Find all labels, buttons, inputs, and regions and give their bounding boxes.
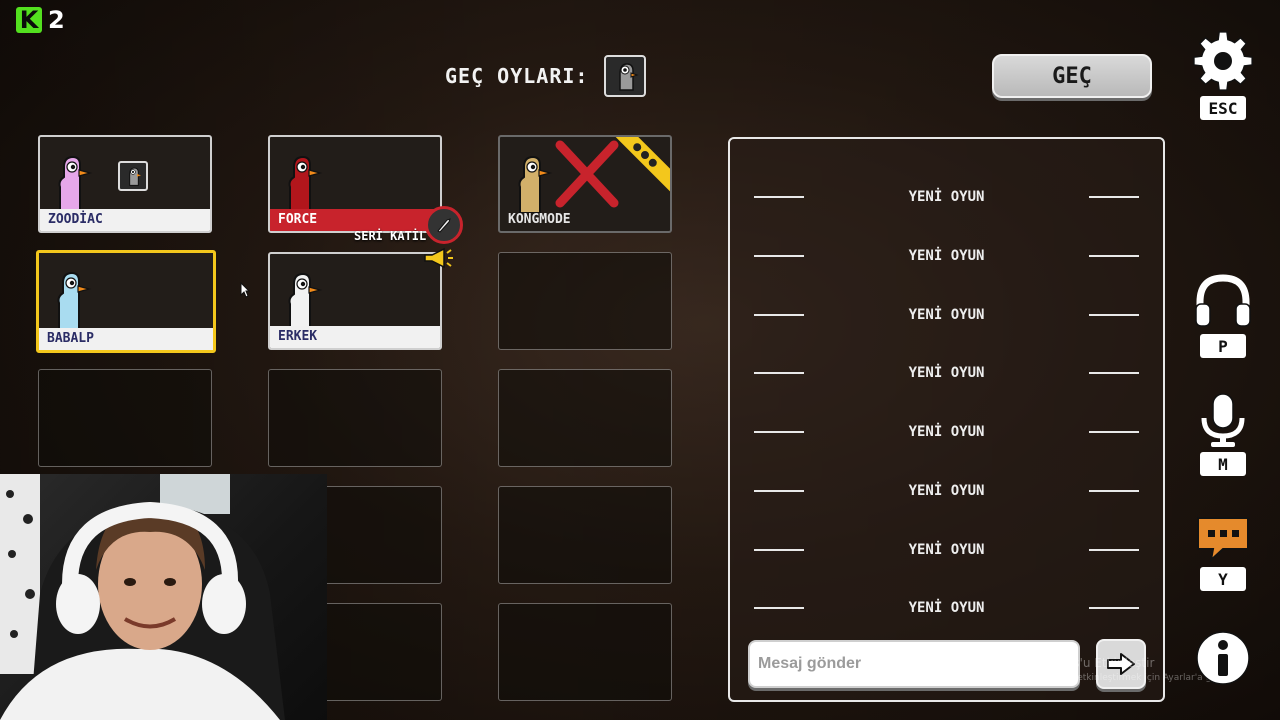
goose-avatar-icon bbox=[57, 271, 92, 329]
chat-button[interactable]: Y bbox=[1190, 515, 1256, 591]
chat-bubble-icon bbox=[1197, 517, 1249, 563]
chat-key: Y bbox=[1200, 567, 1246, 591]
empty-slot bbox=[268, 369, 442, 467]
vote-row-label: YENİ OYUN bbox=[908, 365, 985, 381]
microphone-button[interactable]: M bbox=[1190, 392, 1256, 476]
vote-row: YENİ OYUN bbox=[754, 481, 1139, 501]
knife-icon bbox=[425, 206, 463, 244]
skip-button[interactable]: GEÇ bbox=[992, 54, 1152, 98]
watermark-line-2: Windows'u etkinleştirmek için Ayarlar'a … bbox=[1026, 673, 1231, 683]
player-name: ZOODİAC bbox=[40, 209, 210, 231]
goose-avatar-icon bbox=[288, 272, 323, 330]
webcam-overlay bbox=[0, 474, 327, 720]
goose-avatar-icon bbox=[58, 155, 93, 213]
vote-row-label: YENİ OYUN bbox=[908, 424, 985, 440]
info-icon bbox=[1196, 631, 1250, 685]
vote-panel: YENİ OYUN YENİ OYUN YENİ OYUN YENİ OYUN … bbox=[728, 137, 1165, 702]
vote-row: YENİ OYUN bbox=[754, 422, 1139, 442]
player-name: BABALP bbox=[39, 328, 213, 350]
microphone-icon bbox=[1201, 393, 1245, 447]
send-button[interactable] bbox=[1096, 639, 1146, 689]
dead-x-icon bbox=[555, 140, 619, 208]
empty-slot bbox=[498, 252, 672, 350]
goose-voter-icon bbox=[604, 55, 647, 97]
vote-row-label: YENİ OYUN bbox=[908, 483, 985, 499]
info-button[interactable] bbox=[1190, 630, 1256, 686]
settings-button[interactable]: ESC bbox=[1190, 30, 1256, 120]
streamer-webcam-image bbox=[0, 474, 285, 720]
vote-row: YENİ OYUN bbox=[754, 363, 1139, 383]
activation-watermark: Windows'u Etkinleştir Windows'u etkinleş… bbox=[1026, 656, 1231, 686]
vote-row: YENİ OYUN bbox=[754, 598, 1139, 618]
arrow-right-icon bbox=[1107, 653, 1135, 675]
empty-slot bbox=[38, 369, 212, 467]
vote-row: YENİ OYUN bbox=[754, 540, 1139, 560]
goose-avatar-icon bbox=[518, 155, 553, 213]
vote-row-label: YENİ OYUN bbox=[908, 542, 985, 558]
vote-row-label: YENİ OYUN bbox=[908, 307, 985, 323]
audio-key: P bbox=[1200, 334, 1246, 358]
role-label: SERİ KATİL bbox=[354, 229, 427, 243]
vote-row-label: YENİ OYUN bbox=[908, 189, 985, 205]
player-card-erkek[interactable]: ERKEK bbox=[268, 252, 442, 350]
logo-letter: K bbox=[16, 7, 42, 33]
player-name: ERKEK bbox=[270, 326, 440, 348]
player-card-force[interactable]: FORCE bbox=[268, 135, 442, 233]
vote-row: YENİ OYUN bbox=[754, 305, 1139, 325]
vote-row-label: YENİ OYUN bbox=[908, 600, 985, 616]
player-card-zoodiac[interactable]: ZOODİAC bbox=[38, 135, 212, 233]
empty-slot bbox=[498, 369, 672, 467]
skip-votes: GEÇ OYLARI: bbox=[445, 55, 647, 97]
audio-button[interactable]: P bbox=[1190, 272, 1256, 358]
headphones-icon bbox=[1195, 274, 1251, 327]
microphone-key: M bbox=[1200, 452, 1246, 476]
chat-message-input[interactable] bbox=[748, 640, 1080, 688]
logo-number: 2 bbox=[48, 6, 65, 34]
player-name: FORCE bbox=[270, 209, 440, 231]
skip-vote-goose-icon bbox=[118, 161, 148, 191]
watermark-line-1: Windows'u Etkinleştir bbox=[1026, 656, 1155, 670]
settings-key: ESC bbox=[1200, 96, 1246, 120]
channel-logo: K 2 bbox=[16, 6, 65, 34]
vote-row: YENİ OYUN bbox=[754, 246, 1139, 266]
player-card-babalp[interactable]: BABALP bbox=[36, 250, 216, 353]
empty-slot bbox=[498, 486, 672, 584]
player-card-kongmode[interactable]: KONGMODE bbox=[498, 135, 672, 233]
goose-avatar-icon bbox=[288, 155, 323, 213]
empty-slot bbox=[498, 603, 672, 701]
megaphone-icon bbox=[424, 247, 453, 269]
player-name: KONGMODE bbox=[508, 212, 571, 227]
skip-votes-label: GEÇ OYLARI: bbox=[445, 64, 589, 88]
gear-icon bbox=[1193, 31, 1253, 91]
vote-row: YENİ OYUN bbox=[754, 187, 1139, 207]
mouse-cursor-icon bbox=[240, 282, 250, 298]
vote-row-label: YENİ OYUN bbox=[908, 248, 985, 264]
